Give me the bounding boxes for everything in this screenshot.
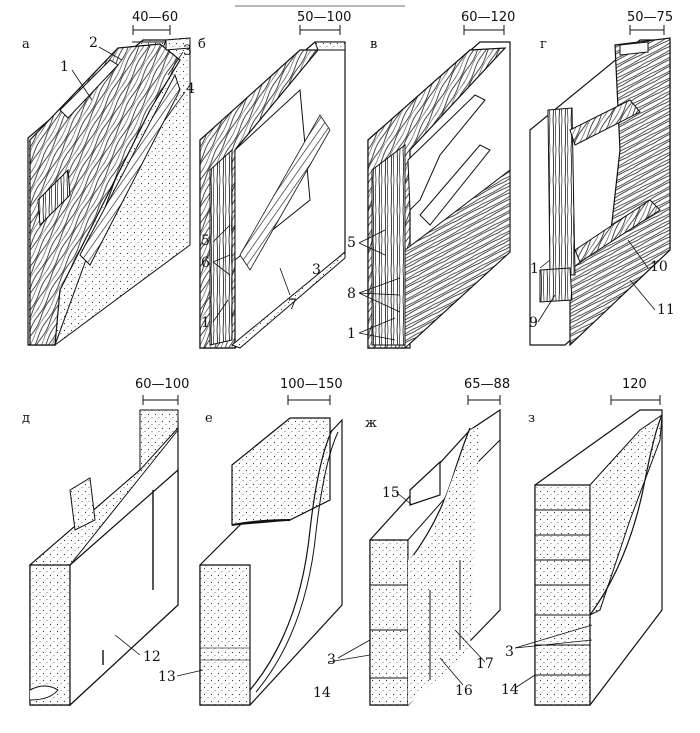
callout-z-3: 3 [505,644,514,660]
panel-e-drawing [199,417,343,706]
callout-b-5: 5 [201,233,210,249]
callout-zh-16: 16 [455,683,473,699]
panel-letter-zh: ж [365,416,377,431]
dimension-zh: 65—88 [464,377,511,392]
callout-e-13: 13 [158,669,176,685]
panel-z-drawing [534,409,663,706]
dimension-e: 100—150 [280,377,343,392]
callout-a-4: 4 [186,81,195,97]
panel-b-drawing [199,41,346,349]
panel-g-drawing [529,37,671,347]
callout-zh-14: 14 [313,685,331,701]
callout-b-1: 1 [201,315,210,331]
panel-v-drawing [367,41,511,350]
panel-d-drawing [28,409,179,707]
callout-v-8: 8 [347,286,356,302]
callout-a-2: 2 [89,35,98,51]
panel-letter-a: а [22,37,30,52]
dimension-z: 120 [622,377,647,392]
callout-g-9: 9 [529,315,538,331]
callout-b-6: 6 [201,255,210,271]
callout-v-5: 5 [347,235,356,251]
dimension-b: 50—100 [297,10,352,25]
callout-b-7: 7 [288,297,297,313]
callout-z-14: 14 [501,682,519,698]
callout-d-12: 12 [143,649,161,665]
callout-e-3: 3 [327,652,336,668]
callout-g-11: 11 [657,302,675,318]
panel-zh-drawing [369,408,501,707]
dimension-d: 60—100 [135,377,190,392]
callout-b-3: 3 [312,262,321,278]
callout-a-3: 3 [183,43,192,59]
callout-g-10: 10 [650,259,668,275]
dimension-lines [132,25,665,405]
dimension-a: 40—60 [132,10,179,25]
panel-a-drawing [27,37,191,347]
panel-letter-v: в [370,37,378,52]
callout-g-1: 1 [530,261,539,277]
dimension-v: 60—120 [461,10,516,25]
panel-letter-g: г [540,37,547,52]
callout-zh-17: 17 [476,656,494,672]
callout-v-1: 1 [347,326,356,342]
callout-zh-15: 15 [382,485,400,501]
leader-lines [71,46,656,689]
panel-letter-d: д [22,411,31,426]
callout-a-1: 1 [60,59,69,75]
panel-letter-z: з [528,411,536,426]
dimension-g: 50—75 [627,10,674,25]
panel-letter-e: е [205,411,213,426]
panel-letter-b: б [198,37,206,52]
